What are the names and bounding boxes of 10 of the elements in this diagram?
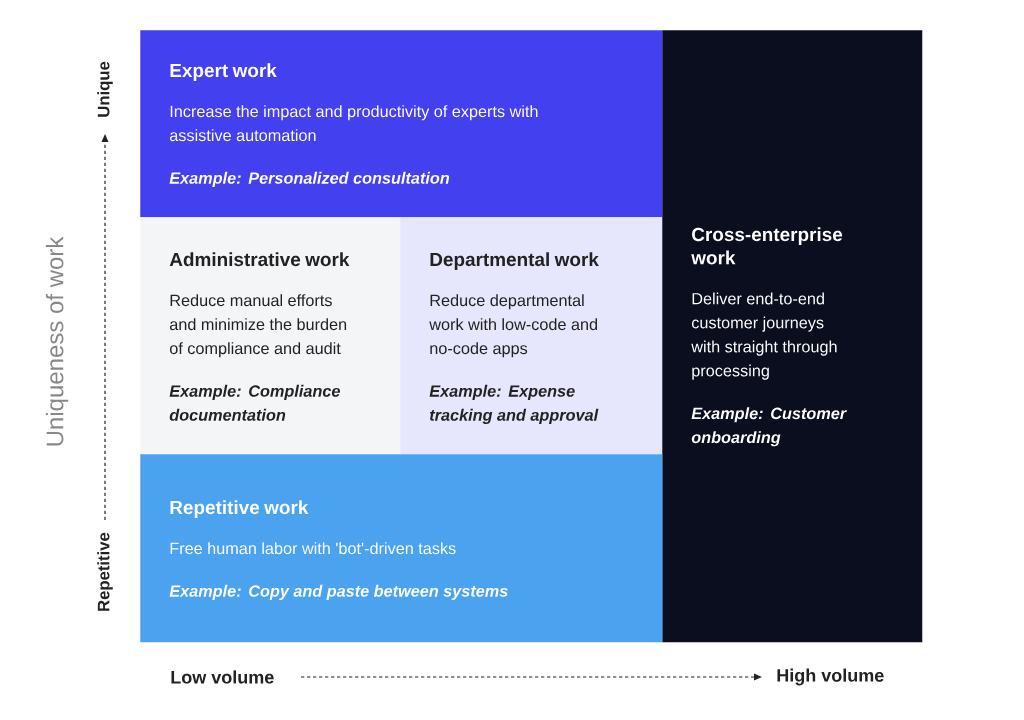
axis-title: Uniqueness of work xyxy=(45,236,69,446)
quadrant-box: Departmental work Reduce departmental work with low-code and no-code apps Example: Expense tracking and approval xyxy=(400,217,663,455)
axis-label: High volume xyxy=(777,668,884,686)
quadrant-box: Cross-enterprise work Deliver end-to-end customer journeys with straight through processing Example: Customer onboarding xyxy=(662,30,923,643)
axis-label: Low volume xyxy=(171,670,274,684)
quadrant-box: Administrative work Reduce manual efforts and minimize the burden of compliance and audit Example: Compliance documentation xyxy=(140,217,401,455)
quadrant-box: Expert work Increase the impact and productivity of experts with assistive automation Example: Personalized consultation xyxy=(140,30,663,218)
axis-label: Unique xyxy=(97,61,113,117)
quadrant-box: Repetitive work Free human labor with 'bot'-driven tasks Example: Copy and paste between systems xyxy=(140,454,663,643)
axis-label: Repetitive xyxy=(97,532,113,611)
